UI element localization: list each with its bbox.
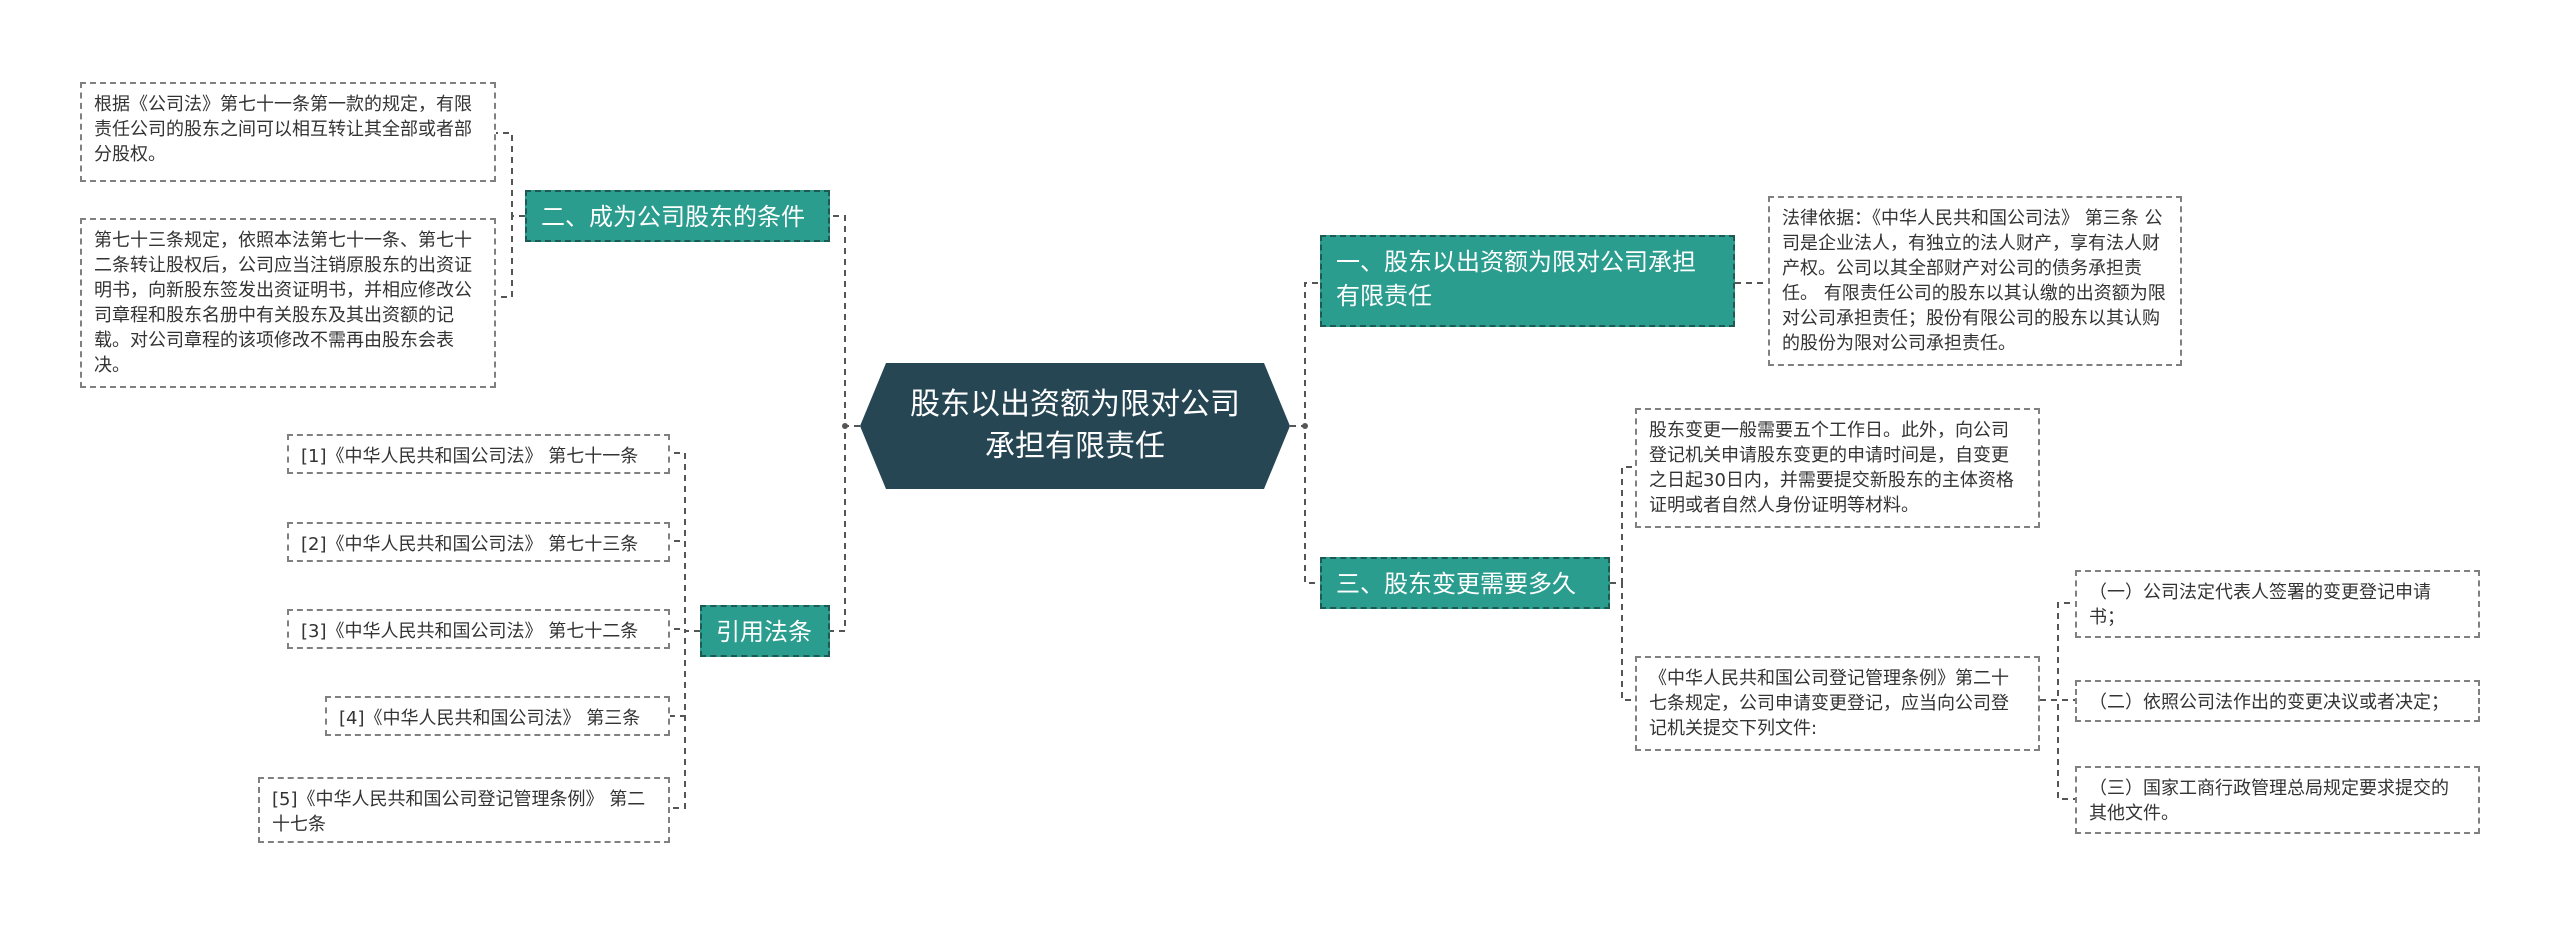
leaf-law-5[interactable]: [5]《中华人民共和国公司登记管理条例》 第二十七条 bbox=[258, 777, 670, 843]
leaf-document-3[interactable]: （三）国家工商行政管理总局规定要求提交的其他文件。 bbox=[2075, 766, 2480, 834]
leaf-limited-1[interactable]: 法律依据：《中华人民共和国公司法》 第三条 公司是企业法人，有独立的法人财产，享… bbox=[1768, 196, 2182, 366]
leaf-conditions-1[interactable]: 根据《公司法》第七十一条第一款的规定，有限责任公司的股东之间可以相互转让其全部或… bbox=[80, 82, 496, 182]
leaf-law-1[interactable]: [1]《中华人民共和国公司法》 第七十一条 bbox=[287, 434, 670, 474]
leaf-document-2[interactable]: （二）依照公司法作出的变更决议或者决定； bbox=[2075, 680, 2480, 722]
root-topic[interactable]: 股东以出资额为限对公司承担有限责任 bbox=[860, 363, 1290, 489]
branch-change-duration[interactable]: 三、股东变更需要多久 bbox=[1320, 557, 1610, 609]
leaf-conditions-2[interactable]: 第七十三条规定，依照本法第七十一条、第七十二条转让股权后，公司应当注销原股东的出… bbox=[80, 218, 496, 388]
leaf-document-1[interactable]: （一）公司法定代表人签署的变更登记申请书； bbox=[2075, 570, 2480, 638]
branch-laws[interactable]: 引用法条 bbox=[700, 605, 830, 657]
leaf-duration-1[interactable]: 股东变更一般需要五个工作日。此外，向公司登记机关申请股东变更的申请时间是，自变更… bbox=[1635, 408, 2040, 528]
leaf-law-4[interactable]: [4]《中华人民共和国公司法》 第三条 bbox=[325, 696, 670, 736]
branch-limited-liability[interactable]: 一、股东以出资额为限对公司承担有限责任 bbox=[1320, 235, 1735, 327]
leaf-law-3[interactable]: [3]《中华人民共和国公司法》 第七十二条 bbox=[287, 609, 670, 649]
leaf-duration-2[interactable]: 《中华人民共和国公司登记管理条例》第二十七条规定，公司申请变更登记，应当向公司登… bbox=[1635, 656, 2040, 751]
branch-conditions[interactable]: 二、成为公司股东的条件 bbox=[525, 190, 830, 242]
leaf-law-2[interactable]: [2]《中华人民共和国公司法》 第七十三条 bbox=[287, 522, 670, 562]
